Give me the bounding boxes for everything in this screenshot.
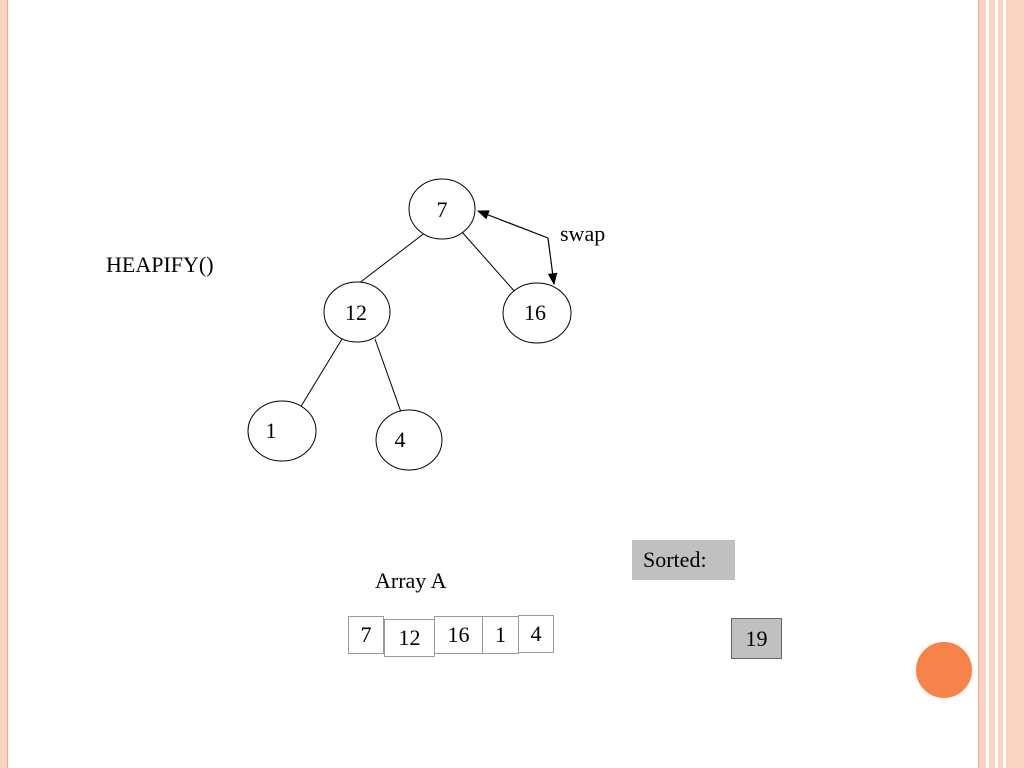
right-border-strip-3 (998, 0, 1003, 768)
array-cell: 7 (348, 616, 384, 654)
edge-left-left (299, 338, 343, 409)
node-label: 7 (437, 197, 448, 222)
heapify-heading: HEAPIFY() (106, 252, 214, 277)
left-border-strip (0, 0, 8, 768)
tree-node-right: 16 (502, 282, 572, 344)
decorative-orange-circle (914, 640, 974, 700)
right-border-strip-4 (1006, 0, 1024, 768)
edge-root-right (461, 231, 517, 294)
node-label: 12 (345, 300, 367, 325)
tree-node-left-right: 4 (375, 409, 443, 471)
edge-root-left (353, 231, 427, 288)
swap-label: swap (560, 221, 605, 246)
tree-node-root: 7 (408, 178, 476, 240)
right-border-line (978, 0, 979, 768)
node-label: 16 (524, 300, 546, 325)
array-cell: 12 (384, 619, 435, 657)
node-label: 1 (266, 418, 277, 443)
right-border-strip-1 (979, 0, 986, 768)
array-cell: 16 (434, 616, 483, 654)
sorted-cell: 19 (731, 618, 782, 659)
array-cell: 4 (518, 615, 554, 653)
array-label: Array A (375, 568, 447, 593)
right-border-strip-2 (989, 0, 995, 768)
tree-node-left-left: 1 (247, 400, 317, 462)
swap-arrow-up (476, 210, 549, 239)
array-cell: 1 (482, 616, 519, 654)
node-label: 4 (395, 427, 406, 452)
swap-arrow-down (547, 237, 558, 286)
edge-left-right (374, 338, 402, 413)
tree-node-left: 12 (323, 281, 391, 343)
sorted-label: Sorted: (632, 540, 735, 580)
